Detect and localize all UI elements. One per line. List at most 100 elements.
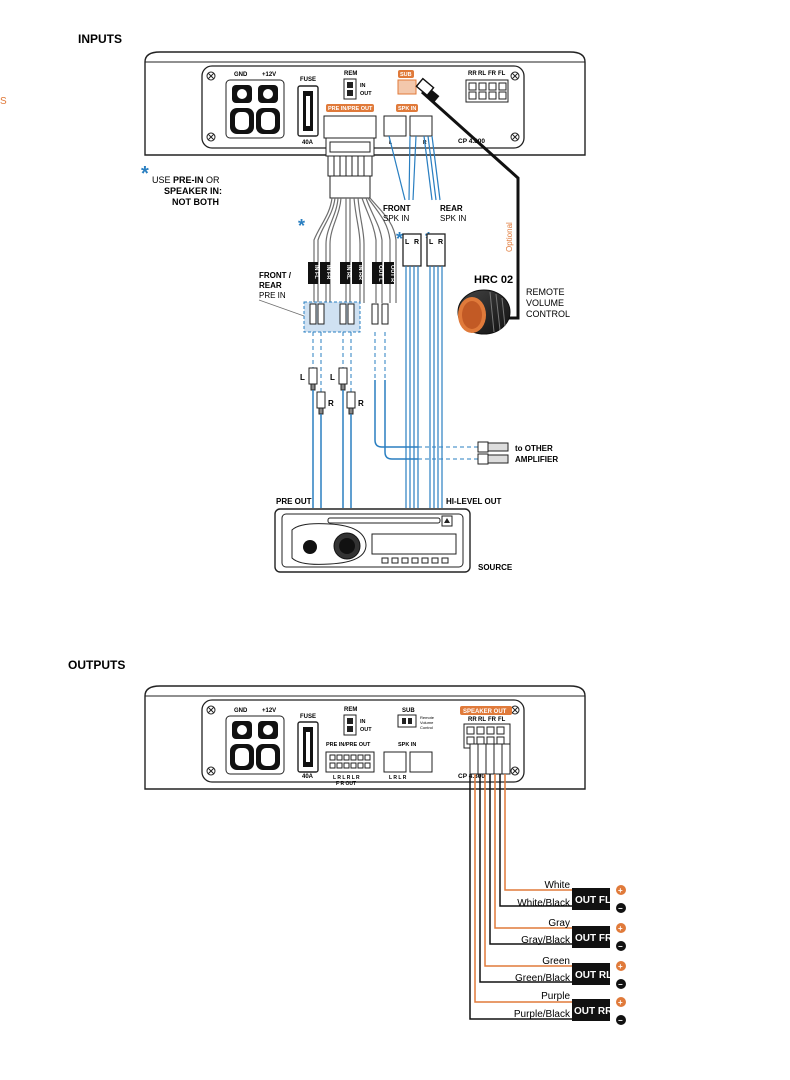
harness-star: *: [298, 216, 305, 236]
hrc-label: HRC 02: [474, 274, 513, 286]
plus-icon: +: [618, 924, 623, 933]
inputs-title: INPUTS: [78, 32, 122, 46]
plus-icon: +: [618, 886, 623, 895]
other-amp-rca: [477, 441, 509, 465]
rem-label: REM: [344, 71, 357, 77]
tag-in-fl: IN FL: [313, 265, 319, 279]
hrc-knob-icon: [457, 289, 511, 335]
pre-pins-sub: F R OUT: [336, 781, 356, 787]
pre-in-pre-out-label: PRE IN/PRE OUT: [328, 106, 373, 112]
spk-front-l: L: [405, 239, 410, 246]
rca-r-2: R: [358, 399, 364, 408]
output-rr: Purple Purple/Black OUT RR + −: [514, 991, 626, 1025]
remote-volume-control-2: VOLUME: [526, 298, 564, 308]
edge-mark: S: [0, 96, 7, 107]
amplifier-outputs: GND +12V FUSE 40A REM IN OUT PRE IN/PRE …: [144, 685, 586, 790]
front-rear-pre-in-1: FRONT /: [259, 271, 292, 280]
rear-spk-in-2: SPK IN: [440, 214, 466, 223]
wire-minus-rr: Purple/Black: [514, 1009, 571, 1020]
spk-in-label: SPK IN: [398, 106, 416, 112]
hi-level-out-label: HI-LEVEL OUT: [446, 497, 502, 506]
screw-icon: [510, 132, 520, 142]
amp-model-2: CP 4.800: [458, 773, 485, 780]
sub-label-2: SUB: [402, 708, 415, 714]
wire-minus-fr: Gray/Black: [521, 935, 571, 946]
rca-r-1: R: [328, 399, 334, 408]
screw-icon: [510, 71, 520, 81]
minus-icon: −: [618, 980, 623, 989]
wire-minus-fl: White/Black: [517, 898, 571, 909]
screw-icon: [206, 132, 216, 142]
front-rear-pre-in-3: PRE IN: [259, 291, 286, 300]
channel-rr-2: RR: [468, 717, 477, 723]
wire-plus-rr: Purple: [541, 991, 570, 1002]
spk-rear-r: R: [438, 239, 443, 246]
tag-out-r: OUT R: [389, 265, 395, 282]
gnd-label-2: GND: [234, 708, 248, 714]
channel-fl-2: FL: [498, 717, 506, 723]
minus-icon: −: [618, 1016, 623, 1025]
channel-fr-2: FR: [488, 717, 497, 723]
note-star: *: [141, 163, 149, 185]
plus-icon: +: [618, 998, 623, 1007]
spk-in-plugs: L R L R: [402, 233, 446, 267]
remote-volume-control-1: REMOTE: [526, 287, 565, 297]
wire-minus-rl: Green/Black: [515, 973, 571, 984]
out-fr-label: OUT FR: [575, 933, 613, 944]
tag-in-rr: IN RR: [357, 265, 363, 280]
rear-spk-in-1: REAR: [440, 204, 463, 213]
rca-l-2: L: [330, 373, 335, 382]
output-fr: Gray Gray/Black OUT FR + −: [521, 918, 626, 951]
rem-in-label-2: IN: [360, 719, 366, 725]
to-other-amp-2: AMPLIFIER: [515, 455, 558, 464]
screw-icon: [206, 766, 216, 776]
front-spk-in-2: SPK IN: [383, 214, 409, 223]
pre-harness-connector: [325, 137, 375, 199]
spk-pins-bottom: L R L R: [389, 775, 407, 781]
remote-small-2: Volume: [420, 720, 434, 725]
channel-rl: RL: [478, 71, 486, 77]
harness-tags: IN FL IN FR IN RL IN RR OUT L OUT R: [308, 262, 395, 284]
spk-in-label-2: SPK IN: [398, 742, 416, 748]
minus-icon: −: [618, 904, 623, 913]
channel-rr: RR: [468, 71, 477, 77]
source-label: SOURCE: [478, 563, 513, 572]
out-rr-label: OUT RR: [574, 1006, 613, 1017]
remote-small-1: Remote: [420, 715, 435, 720]
optional-label: Optional: [505, 222, 514, 252]
wire-plus-fr: Gray: [548, 918, 570, 929]
channel-fl: FL: [498, 71, 506, 77]
fuse-rating: 40A: [302, 140, 314, 146]
amp-model: CP 4.800: [458, 138, 485, 145]
spk-star-front: *: [396, 229, 403, 249]
wire-plus-fl: White: [544, 880, 570, 891]
fuse-label-2: FUSE: [300, 714, 316, 720]
output-rl: Green Green/Black OUT RL + −: [515, 956, 626, 989]
tag-out-l: OUT L: [377, 265, 383, 282]
channel-fr: FR: [488, 71, 497, 77]
fuse-rating-2: 40A: [302, 774, 314, 780]
speaker-out-label: SPEAKER OUT: [463, 709, 507, 715]
rem-label-2: REM: [344, 707, 357, 713]
rem-out-label-2: OUT: [360, 727, 372, 733]
output-fl: White White/Black OUT FL + −: [517, 880, 626, 913]
to-other-amp-1: to OTHER: [515, 444, 553, 453]
screw-icon: [206, 71, 216, 81]
v12-label-2: +12V: [262, 708, 276, 714]
note-line-2: SPEAKER IN:: [164, 186, 222, 196]
plus-icon: +: [618, 962, 623, 971]
source-head-unit: [274, 508, 471, 573]
pre-out-label: PRE OUT: [276, 497, 312, 506]
remote-volume-control-3: CONTROL: [526, 309, 570, 319]
fuse-label: FUSE: [300, 77, 316, 83]
speaker-out-harness: [469, 743, 511, 775]
rem-in-label: IN: [360, 83, 366, 89]
tag-in-rl: IN RL: [345, 265, 351, 280]
amplifier-inputs: GND +12V FUSE 40A REM IN OUT PRE IN/PRE …: [144, 51, 586, 156]
v12-label: +12V: [262, 72, 276, 78]
pre-in-pre-out-label-2: PRE IN/PRE OUT: [326, 742, 371, 748]
note-line-1: USE PRE-IN OR: [152, 175, 220, 185]
spk-rear-l: L: [429, 239, 434, 246]
out-rl-label: OUT RL: [575, 970, 612, 981]
